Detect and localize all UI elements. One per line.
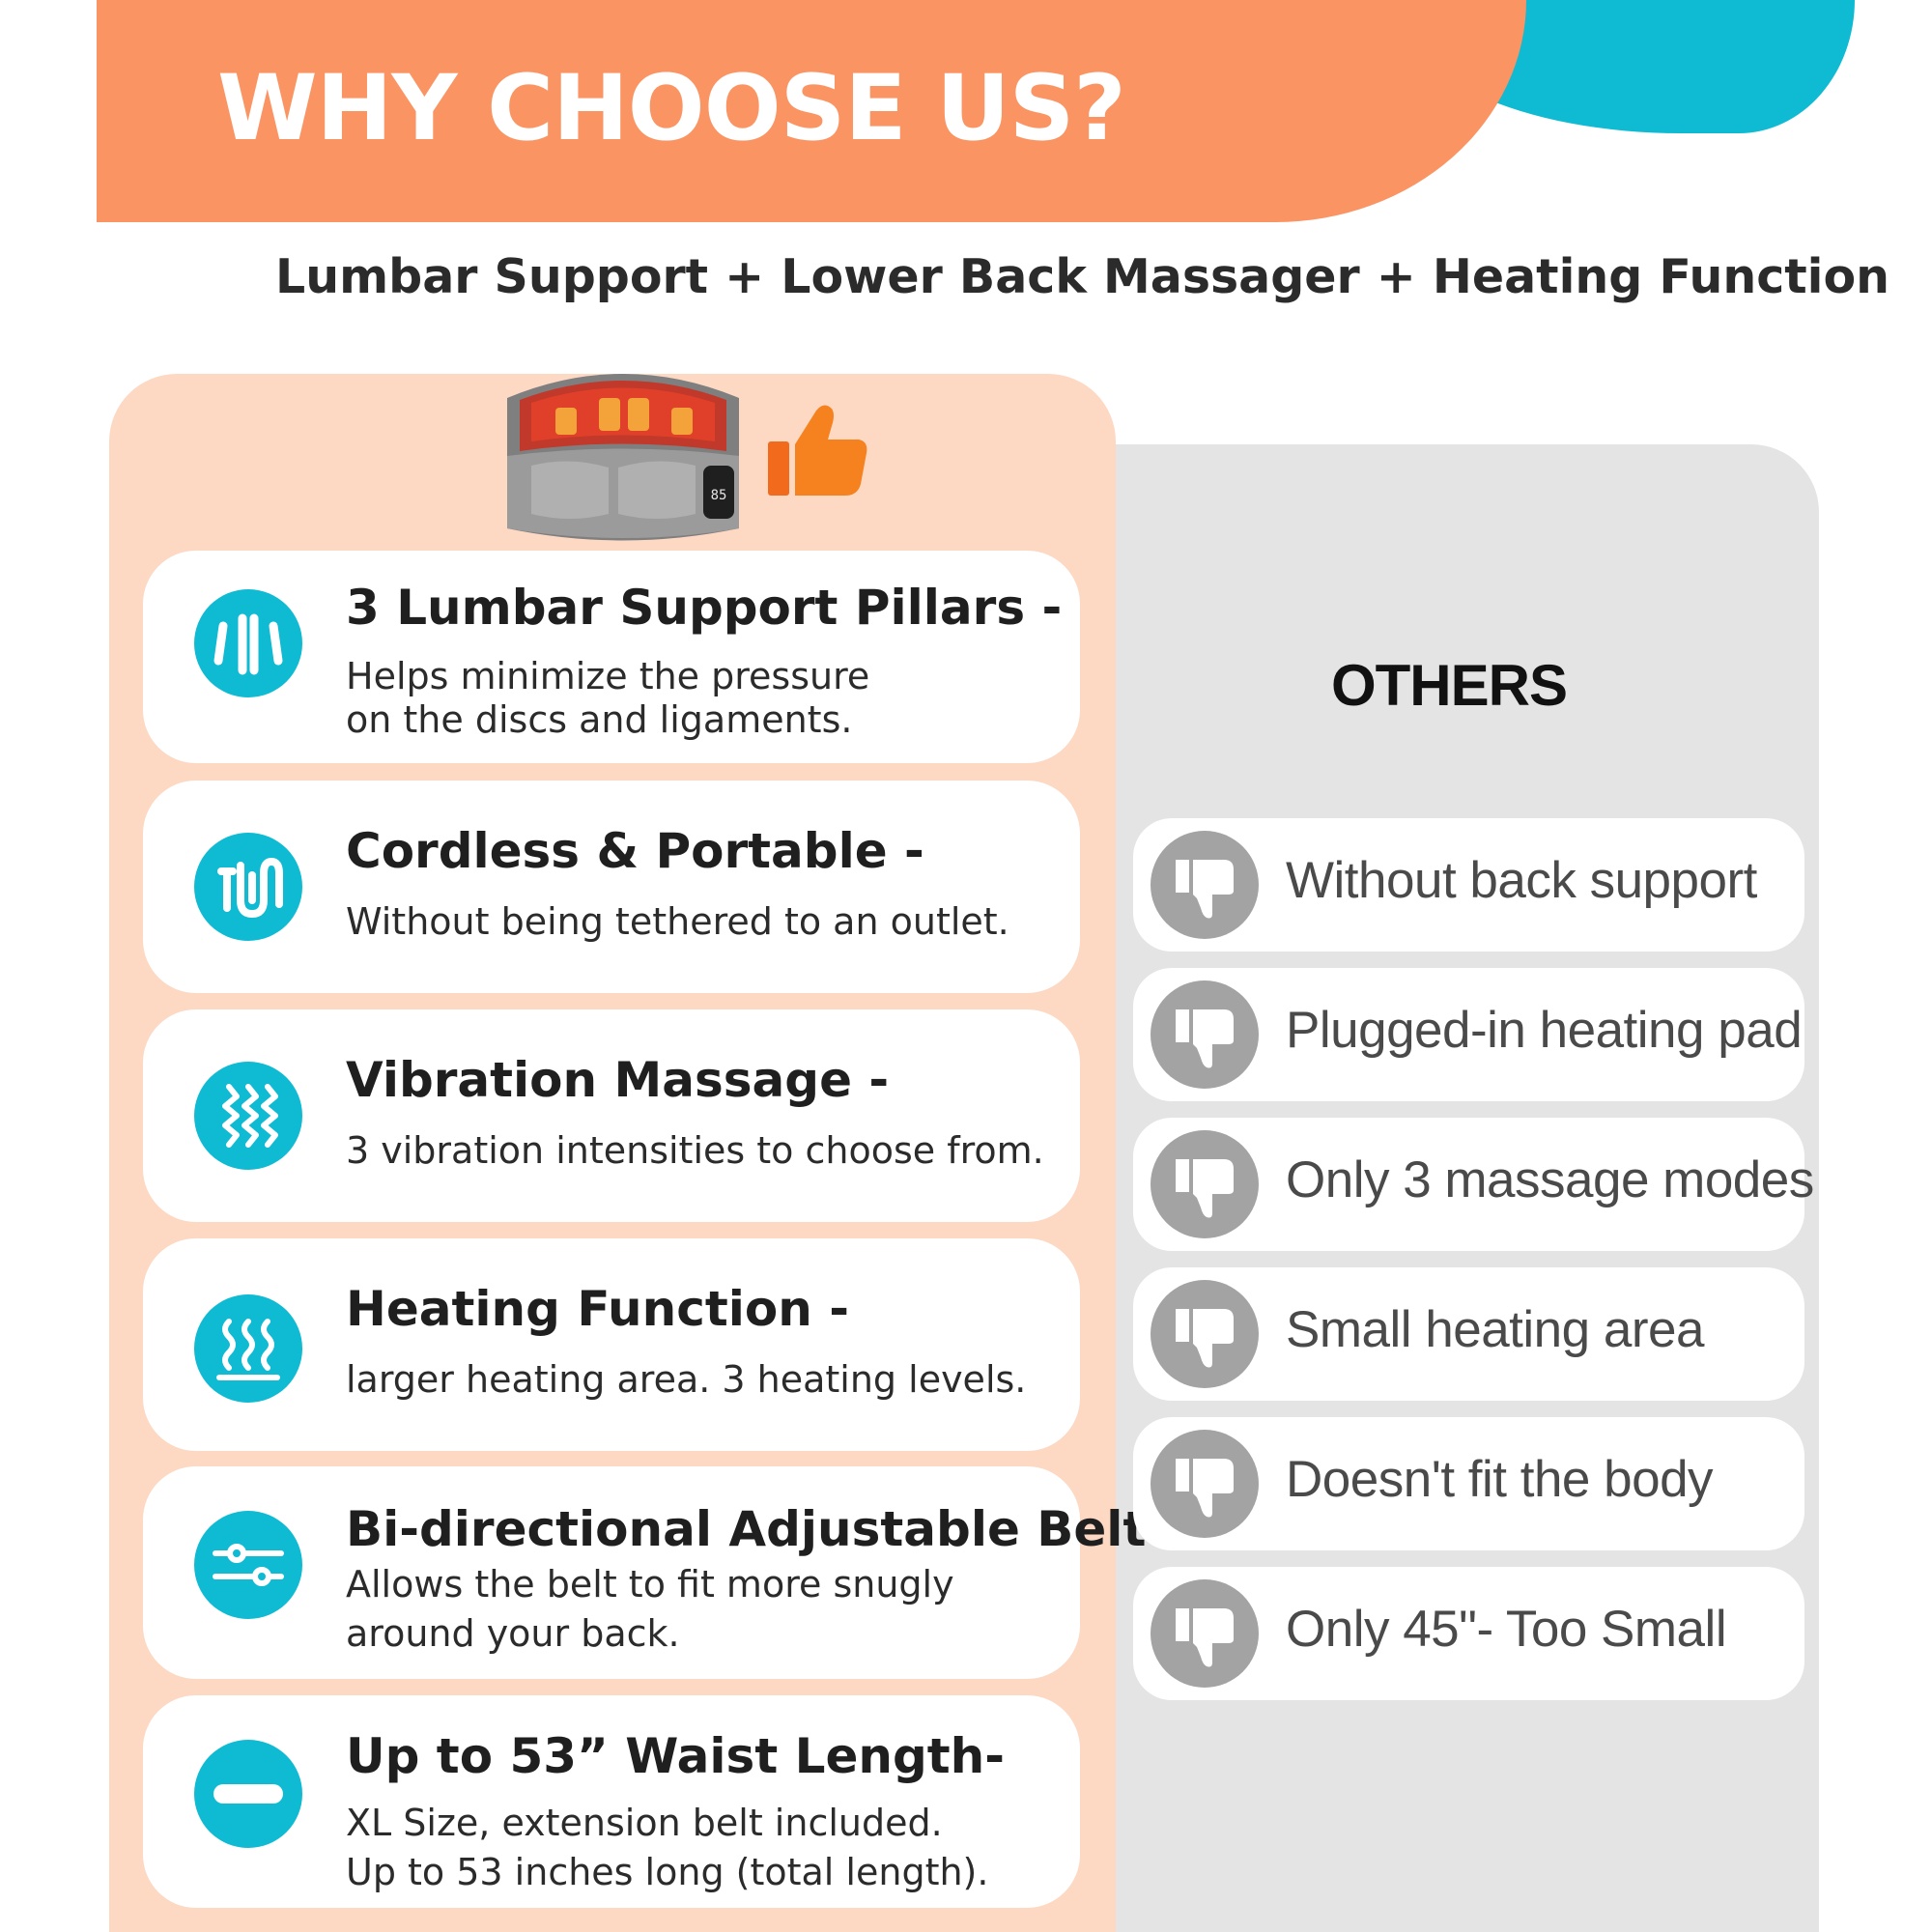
feature-card-heating: Heating Function - larger heating area. … xyxy=(143,1238,1080,1451)
others-title: OTHERS xyxy=(1330,653,1568,718)
heat-icon xyxy=(194,1294,302,1403)
feature-title: 3 Lumbar Support Pillars - xyxy=(346,580,1063,636)
thumbs-down-icon xyxy=(1151,1130,1259,1238)
thumbs-down-icon xyxy=(1151,831,1259,939)
others-item-label: Only 45"- Too Small xyxy=(1286,1601,1727,1658)
feature-description-line: 3 vibration intensities to choose from. xyxy=(346,1129,1044,1172)
feature-card-lumbar-pillars: 3 Lumbar Support Pillars - Helps minimiz… xyxy=(143,551,1080,763)
back-heating-belt-image: 85 xyxy=(507,374,739,541)
thumbs-down-icon xyxy=(1151,1280,1259,1388)
feature-description-line: larger heating area. 3 heating levels. xyxy=(346,1358,1027,1401)
others-item: Without back support xyxy=(1133,818,1804,952)
feature-description-line: Helps minimize the pressure xyxy=(346,655,870,697)
thumbs-down-icon xyxy=(1151,980,1259,1089)
feature-description: larger heating area. 3 heating levels. xyxy=(346,1358,1026,1402)
feature-description-line: Allows the belt to fit more snugly xyxy=(346,1563,954,1605)
feature-card-vibration: Vibration Massage - 3 vibration intensit… xyxy=(143,1009,1080,1222)
thumbs-down-icon xyxy=(1151,1579,1259,1688)
feature-card-waist-length: Up to 53” Waist Length- XL Size, extensi… xyxy=(143,1695,1080,1908)
feature-title: Heating Function - xyxy=(346,1281,849,1337)
subtitle: Lumbar Support + Lower Back Massager + H… xyxy=(275,249,1890,304)
others-item-label: Doesn't fit the body xyxy=(1286,1451,1714,1508)
feature-title: Cordless & Portable - xyxy=(346,823,924,879)
feature-description-line: around your back. xyxy=(346,1612,680,1655)
others-item-label: Small heating area xyxy=(1286,1301,1704,1358)
product-display-text: 85 xyxy=(711,488,727,503)
thumbs-up-icon xyxy=(768,405,867,496)
feature-description: 3 vibration intensities to choose from. xyxy=(346,1129,1044,1173)
feature-description: Allows the belt to fit more snugly aroun… xyxy=(346,1563,954,1656)
vibration-icon xyxy=(194,1062,302,1170)
others-item: Only 3 massage modes xyxy=(1133,1118,1814,1251)
feature-card-cordless: Cordless & Portable - Without being teth… xyxy=(143,781,1080,993)
others-item-label: Plugged-in heating pad xyxy=(1286,1002,1803,1059)
feature-description: Helps minimize the pressure on the discs… xyxy=(346,655,869,742)
adjust-sliders-icon xyxy=(194,1511,302,1619)
header-orange-banner xyxy=(97,0,1526,222)
feature-description-line: Without being tethered to an outlet. xyxy=(346,900,1009,943)
thumbs-down-icon xyxy=(1151,1430,1259,1538)
belt-length-icon xyxy=(194,1740,302,1848)
feature-description: Without being tethered to an outlet. xyxy=(346,900,1009,944)
cordless-icon xyxy=(194,833,302,941)
feature-title: Bi-directional Adjustable Belt- xyxy=(346,1501,1167,1557)
others-item: Plugged-in heating pad xyxy=(1133,968,1804,1101)
feature-title: Vibration Massage - xyxy=(346,1052,890,1108)
others-item-label: Without back support xyxy=(1286,852,1757,909)
others-item: Only 45"- Too Small xyxy=(1133,1567,1804,1700)
feature-description-line: XL Size, extension belt included. xyxy=(346,1802,943,1844)
feature-description-line: on the discs and ligaments. xyxy=(346,698,853,741)
feature-title: Up to 53” Waist Length- xyxy=(346,1728,1006,1784)
feature-card-adjustable-belt: Bi-directional Adjustable Belt- Allows t… xyxy=(143,1466,1166,1679)
feature-description-line: Up to 53 inches long (total length). xyxy=(346,1851,989,1893)
feature-description: XL Size, extension belt included. Up to … xyxy=(346,1802,988,1894)
others-item: Small heating area xyxy=(1133,1267,1804,1401)
lumbar-pillars-icon xyxy=(194,589,302,697)
page-title: WHY CHOOSE US? xyxy=(217,56,1126,161)
others-item: Doesn't fit the body xyxy=(1133,1417,1804,1550)
others-item-label: Only 3 massage modes xyxy=(1286,1151,1814,1208)
